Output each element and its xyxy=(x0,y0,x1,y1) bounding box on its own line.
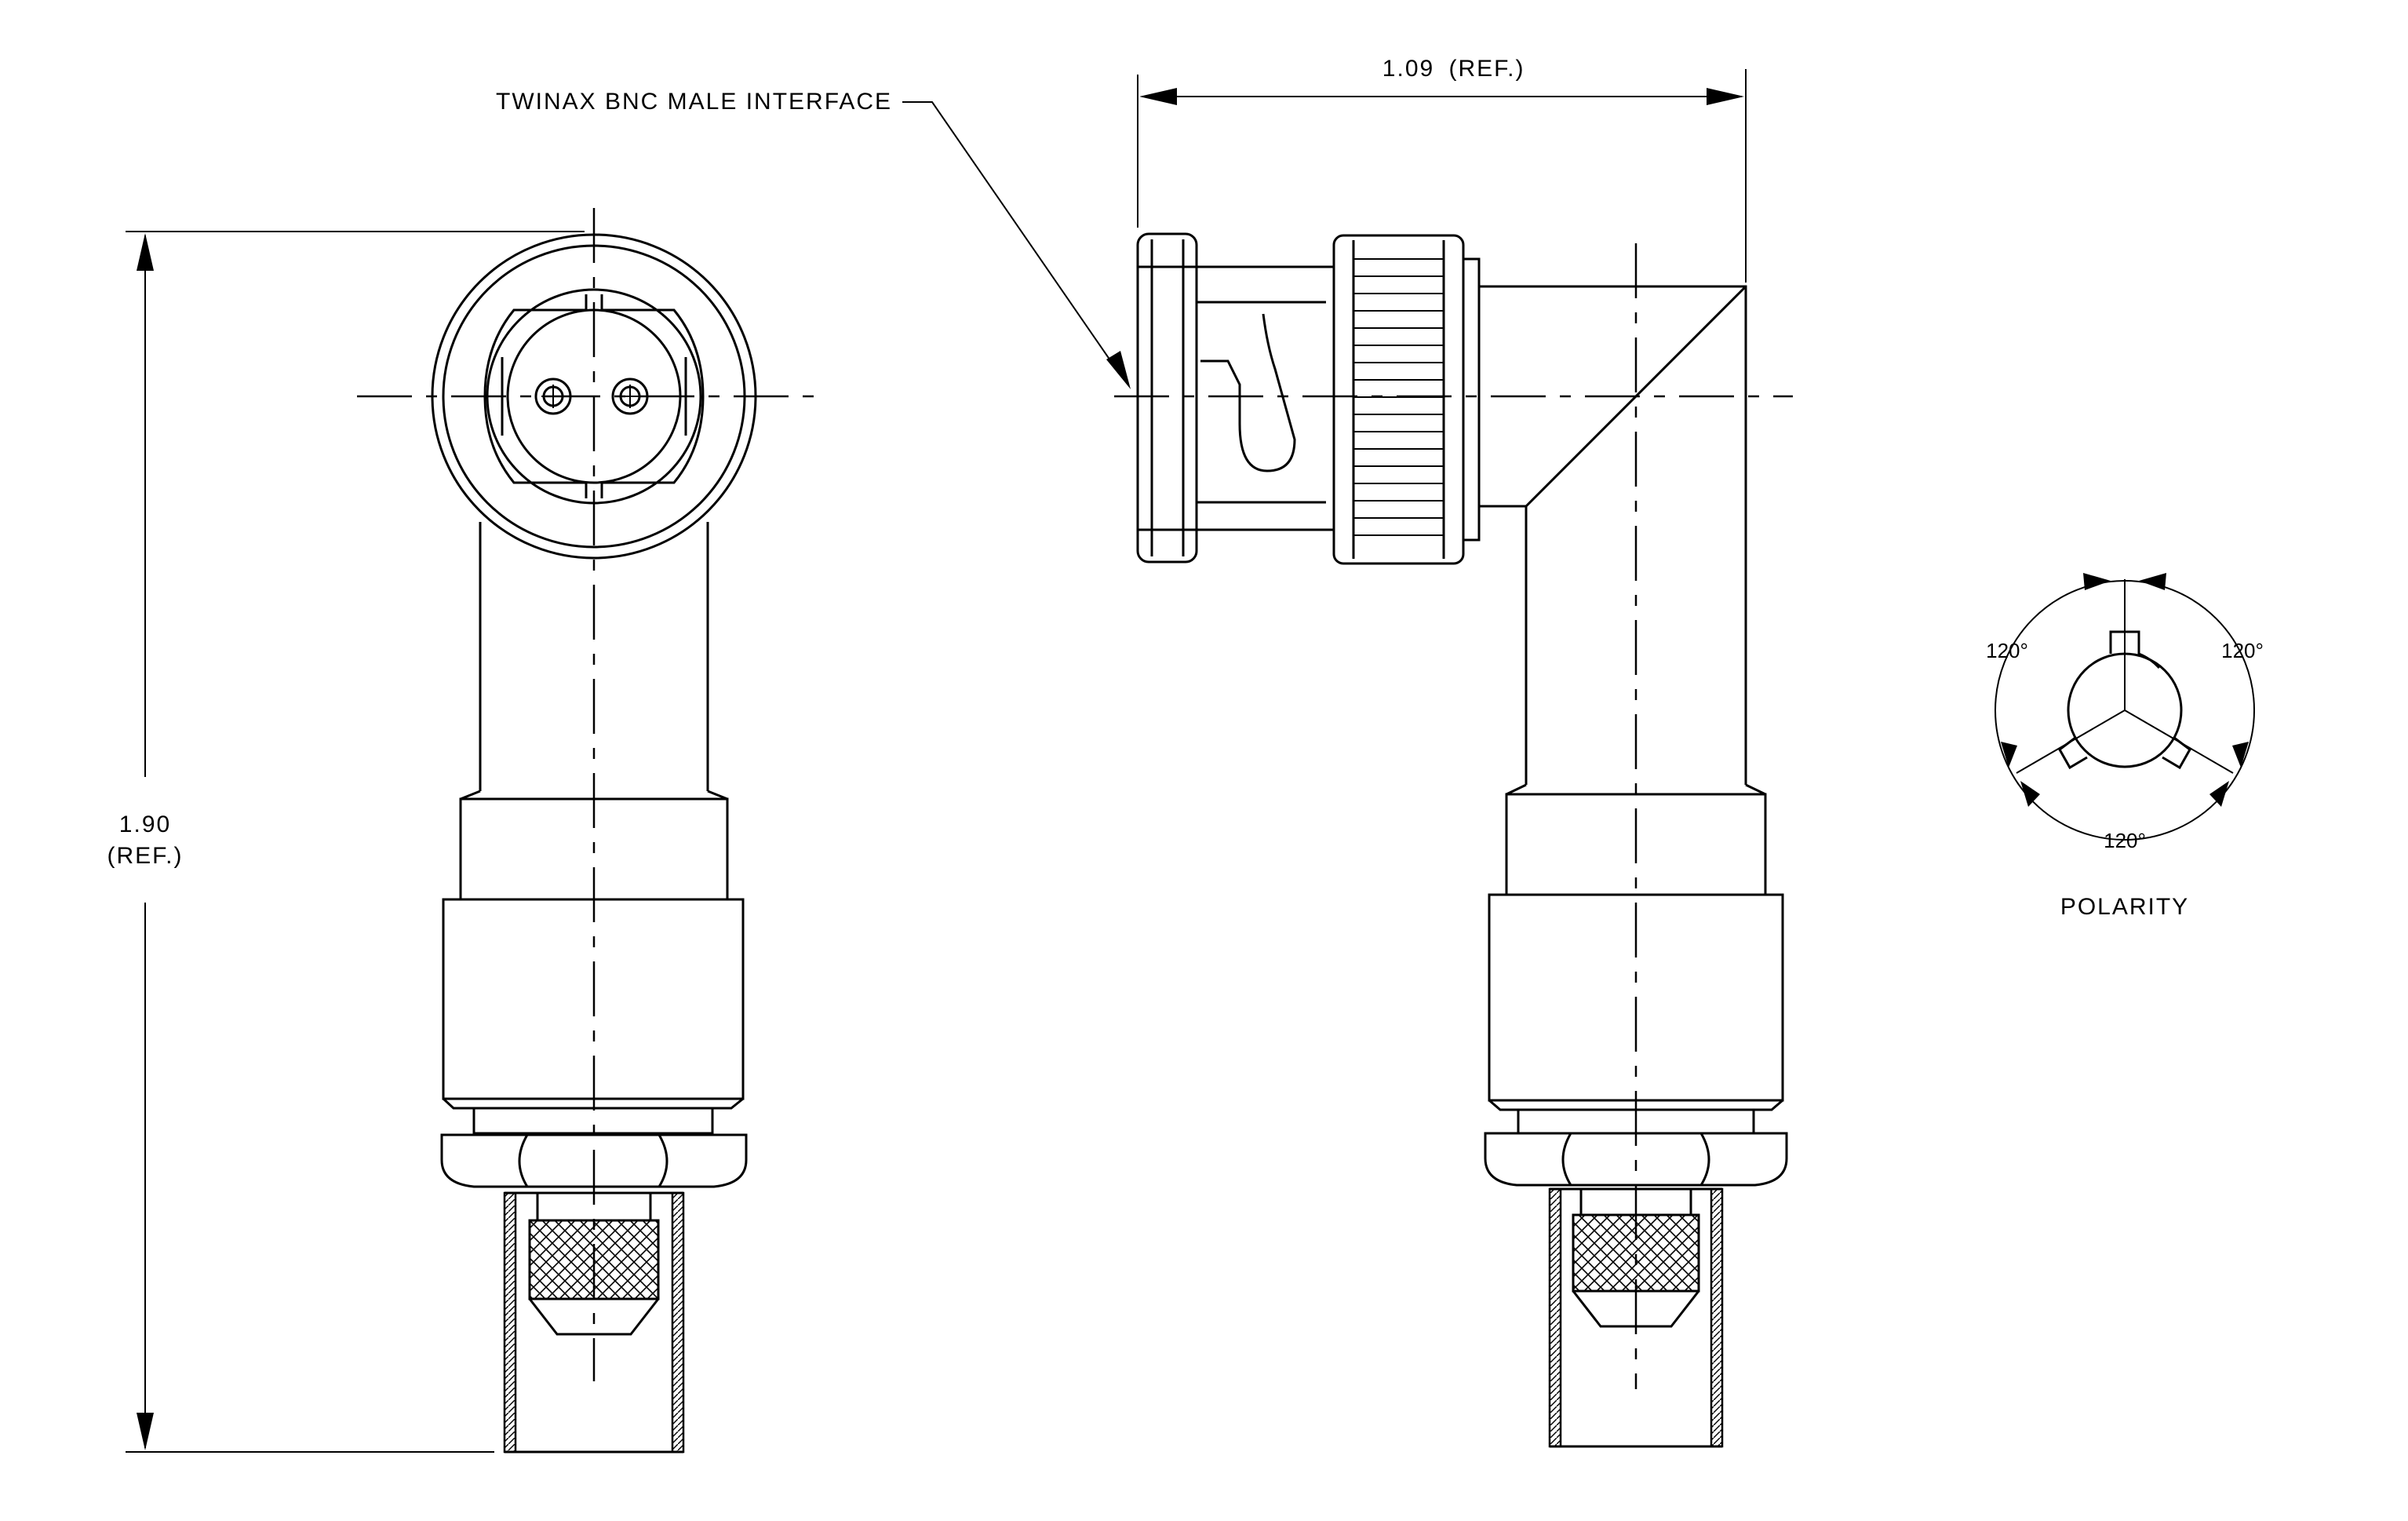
polarity-angle-left: 120° xyxy=(1986,639,2028,662)
knurl-lines xyxy=(1353,258,1444,536)
width-dimension xyxy=(1137,69,1747,283)
height-ref-label: (REF.) xyxy=(107,843,184,869)
height-value-label: 1.90 xyxy=(119,812,171,837)
width-value-label: 1.09 xyxy=(1383,56,1434,82)
front-view xyxy=(357,208,828,1454)
interface-leader xyxy=(902,101,1131,389)
interface-label: TWINAX BNC MALE INTERFACE xyxy=(496,89,892,115)
side-view xyxy=(1114,232,1793,1448)
polarity-label: POLARITY xyxy=(2060,894,2189,920)
polarity-diagram xyxy=(1995,573,2255,841)
polarity-angle-right: 120° xyxy=(2221,639,2264,662)
width-ref-label: (REF.) xyxy=(1449,56,1525,82)
height-dimension xyxy=(126,231,585,1453)
polarity-angle-bottom: 120° xyxy=(2104,829,2146,852)
